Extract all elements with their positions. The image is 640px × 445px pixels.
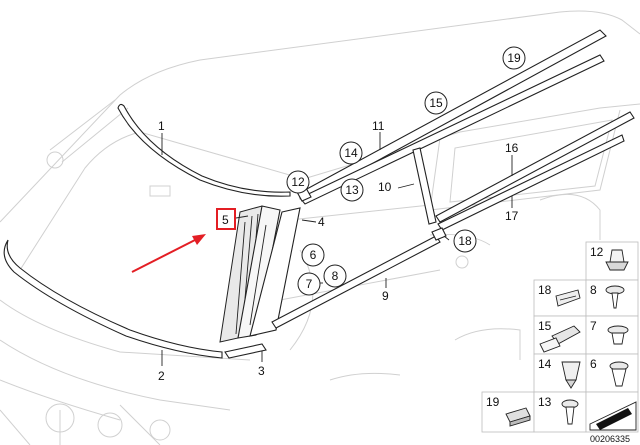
circled-callout-13: 13 [340,178,364,202]
callout-5: 5 [222,213,229,227]
callout-3: 3 [258,364,265,378]
clip-6-icon [609,361,629,387]
svg-text:7: 7 [306,277,313,291]
callout-5-highlight-box [216,208,236,230]
red-pointer-arrow [131,234,206,273]
circled-callout-7: 7 [297,272,321,296]
svg-text:19: 19 [507,51,521,65]
legend-label-19: 19 [486,395,500,409]
circled-callout-18: 18 [453,229,477,253]
svg-text:18: 18 [458,234,472,248]
legend-label-8: 8 [590,283,597,297]
legend-label-18: 18 [538,283,552,297]
svg-text:8: 8 [332,269,339,283]
callout-1: 1 [158,119,165,133]
clip-13-icon [561,399,579,425]
legend-label-15: 15 [538,319,552,333]
svg-text:6: 6 [310,248,317,262]
part-4-pillar-cover [249,207,301,337]
part-11-roof-strip [299,54,605,205]
part-18-end-cap [431,227,447,241]
callout-16: 16 [505,141,519,155]
part-5-a-pillar [219,205,281,343]
diagram-id: 00206335 [590,434,630,444]
svg-text:15: 15 [429,96,443,110]
pad-19-icon [505,407,531,427]
part-10-b-pillar [412,147,437,225]
part-16-window-strip [435,111,635,223]
part-1-windshield-molding [117,103,291,197]
clip-15-icon [539,325,581,353]
circled-callout-14: 14 [339,141,363,165]
small-parts-legend: 12 18 8 15 7 14 [481,241,639,444]
legend-label-7: 7 [590,319,597,333]
clip-18-icon [555,289,581,307]
part-3-trim [224,343,267,359]
circled-callout-19: 19 [502,46,526,70]
circled-callout-6: 6 [301,243,325,267]
clip-14-icon [561,361,581,389]
corner-symbol-icon [589,401,637,431]
circled-callout-12: 12 [286,170,310,194]
callout-11: 11 [372,119,385,133]
clip-12-icon [605,249,629,271]
screw-8-icon [605,285,625,309]
svg-text:14: 14 [344,146,358,160]
leader-lines [161,132,513,366]
svg-text:12: 12 [291,175,305,189]
legend-label-6: 6 [590,357,597,371]
clip-7-icon [607,325,629,345]
legend-label-13: 13 [538,395,552,409]
part-9-door-strip [271,235,441,329]
circled-callout-8: 8 [323,264,347,288]
legend-label-14: 14 [538,357,552,371]
part-2-lower-molding [3,239,223,359]
callout-17: 17 [505,209,519,223]
circled-callout-15: 15 [424,91,448,115]
callout-9: 9 [382,289,389,303]
callout-10: 10 [378,180,392,194]
callout-4: 4 [318,215,325,229]
svg-text:13: 13 [345,183,359,197]
callout-2: 2 [158,369,165,383]
legend-label-12: 12 [590,245,604,259]
